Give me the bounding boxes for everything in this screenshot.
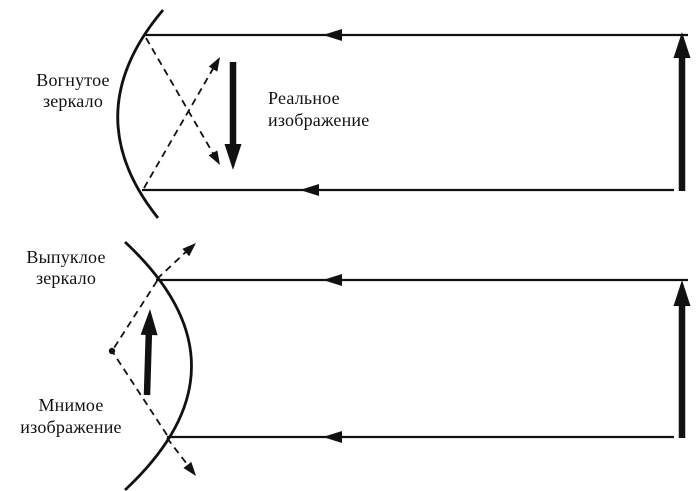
object-arrowhead-up-icon bbox=[673, 280, 691, 306]
ray-arrowhead-left-icon bbox=[323, 431, 342, 443]
real-image-arrowhead-down-icon bbox=[224, 144, 242, 170]
convex-mirror-arc bbox=[124, 240, 193, 491]
dashed-arrowhead-icon bbox=[182, 243, 196, 257]
real-image-label-line2: изображение bbox=[268, 110, 369, 130]
convex-mirror-label-line1: Выпуклое bbox=[26, 247, 105, 267]
virtual-ray-dashed-upper bbox=[111, 280, 158, 352]
reflected-ray-dashed-lower bbox=[143, 66, 215, 189]
reflected-ray-dashed-down-right bbox=[166, 437, 191, 469]
reflected-ray-dashed-upper bbox=[145, 37, 215, 156]
ray-arrowhead-left-icon bbox=[323, 274, 342, 286]
object-arrowhead-up-icon bbox=[673, 32, 691, 58]
virtual-image-arrowhead-up-icon bbox=[140, 309, 158, 336]
reflected-ray-dashed-up-right bbox=[156, 248, 190, 280]
concave-mirror-label-line1: Вогнутое bbox=[36, 70, 109, 90]
concave-mirror-diagram: Вогнутое зеркало Реальное изображение bbox=[36, 9, 691, 219]
dashed-arrowhead-icon bbox=[208, 57, 220, 72]
dashed-arrowhead-icon bbox=[183, 461, 196, 476]
virtual-image-label-line1: Мнимое bbox=[38, 395, 103, 415]
concave-mirror-label-line2: зеркало bbox=[43, 91, 103, 111]
dashed-arrowhead-icon bbox=[208, 150, 220, 165]
virtual-image-arrow-shaft bbox=[143, 327, 153, 396]
convex-mirror-label-line2: зеркало bbox=[36, 268, 96, 288]
convex-mirror-diagram: Выпуклое зеркало Мнимое изображение bbox=[20, 240, 691, 491]
ray-arrowhead-left-icon bbox=[300, 184, 319, 196]
real-image-label-line1: Реальное bbox=[268, 88, 340, 108]
virtual-ray-dashed-lower bbox=[111, 350, 168, 436]
ray-arrowhead-left-icon bbox=[323, 29, 342, 41]
virtual-image-label-line2: изображение bbox=[20, 417, 121, 437]
concave-mirror-arc bbox=[116, 9, 165, 219]
convergence-point-dot bbox=[108, 347, 116, 355]
